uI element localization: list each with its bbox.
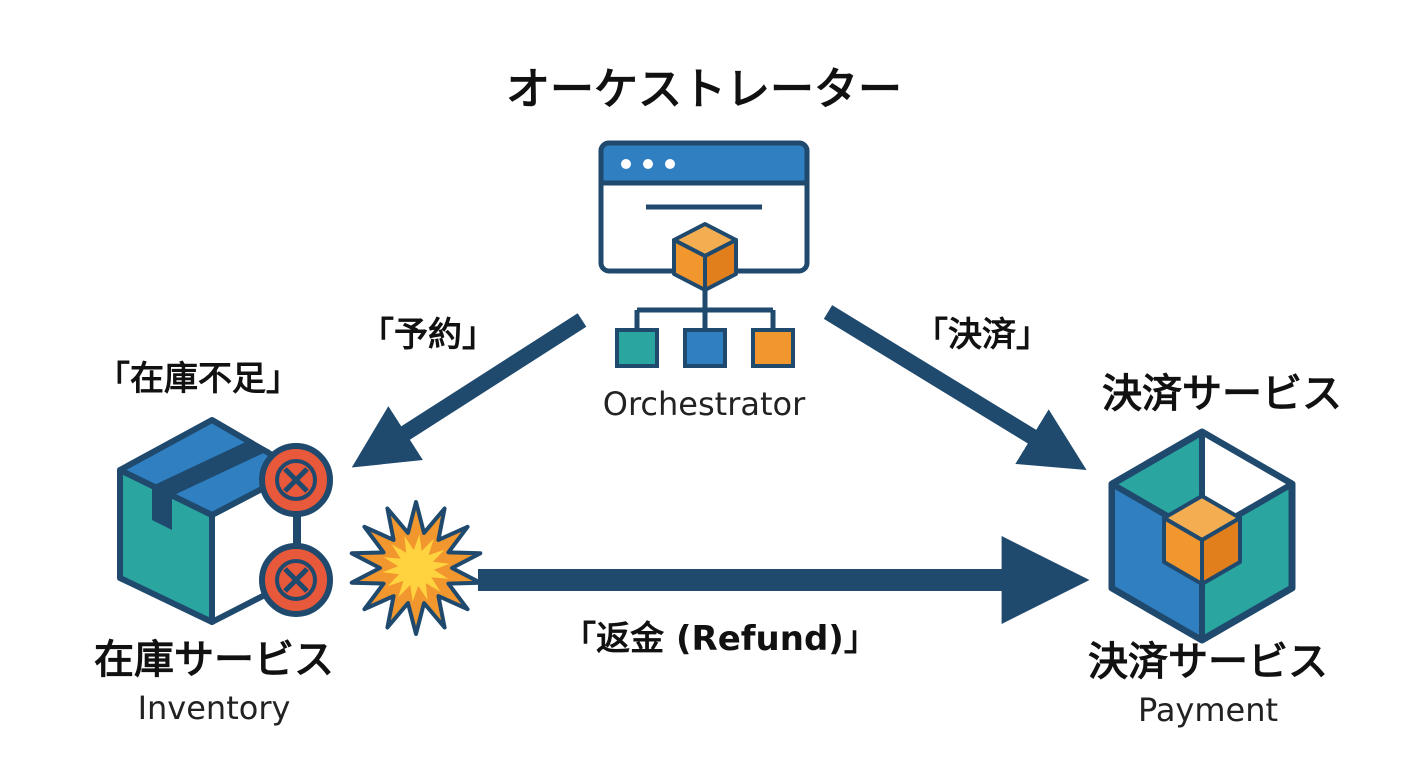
- window-dot: [643, 159, 653, 169]
- edge-label-reserve: 「予約」: [360, 315, 496, 355]
- child-node-teal: [615, 328, 659, 368]
- child-node-blue: [683, 328, 727, 368]
- orchestrator-cube-icon: [672, 222, 738, 292]
- orchestrator-subtitle: Orchestrator: [602, 385, 806, 423]
- arrow-reserve: [351, 313, 587, 468]
- arrow-settle: [823, 305, 1087, 471]
- inventory-status-label: 「在庫不足」: [96, 359, 300, 399]
- explosion-icon: [349, 500, 483, 636]
- inventory-service-name: 在庫サービス: [94, 637, 334, 683]
- orchestrator-icon: [598, 140, 810, 368]
- payment-subtitle: Payment: [1137, 691, 1279, 729]
- edge-label-refund: 「返金 (Refund)」: [562, 619, 878, 659]
- window-dot: [621, 159, 631, 169]
- cube-in-hexagon-icon: [1108, 428, 1296, 644]
- error-x-icon: [259, 543, 333, 617]
- inventory-subtitle: Inventory: [137, 689, 291, 727]
- error-x-icon: [259, 443, 333, 517]
- payment-top-label: 決済サービス: [1102, 371, 1342, 417]
- window-dot: [665, 159, 675, 169]
- orchestrator-title: オーケストレーター: [506, 64, 902, 115]
- child-node-orange: [751, 328, 795, 368]
- payment-service-name: 決済サービス: [1088, 639, 1328, 685]
- edge-label-settle: 「決済」: [914, 315, 1050, 355]
